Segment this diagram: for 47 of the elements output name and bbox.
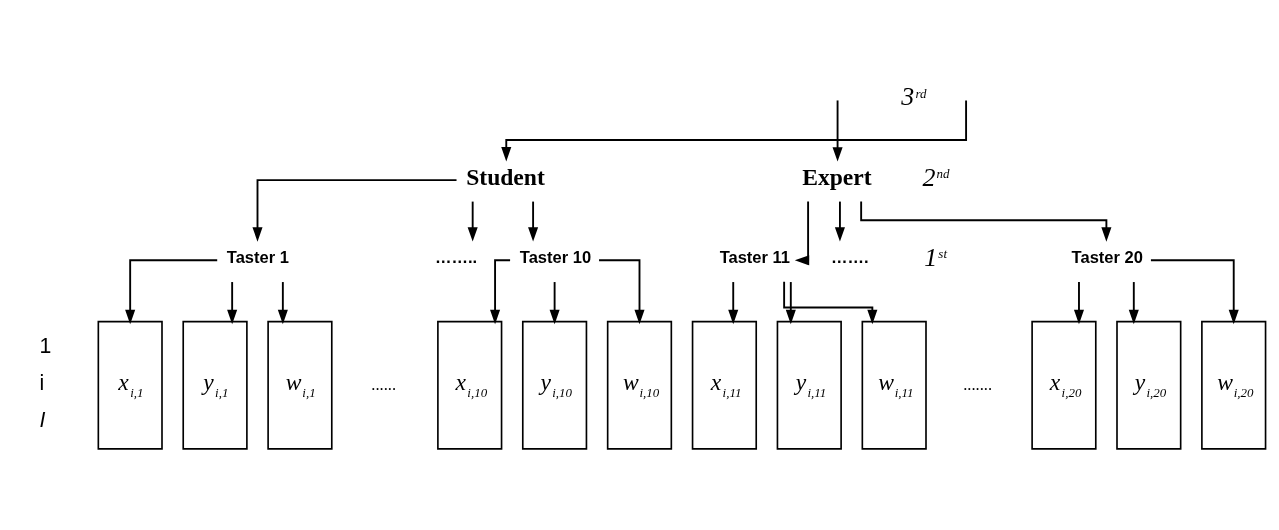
arrow [1073,281,1085,325]
node-box: x$_{i,11}$ [691,320,758,450]
arrow [794,200,810,266]
arrow [227,281,238,325]
arrow [1128,281,1139,325]
arrow [832,99,843,162]
arrow [1149,259,1239,325]
label: ....... [963,374,993,394]
label: ...... [371,374,397,394]
node-box: w$_{i,20}$ [1201,320,1267,450]
node-box: y$_{i,1}$ [182,320,248,450]
arrow [785,281,796,325]
arrow [125,259,219,325]
arrow [528,200,539,242]
node-text: ……. [831,248,869,267]
label: 2$^{nd}$ [922,162,950,192]
label: I [39,408,46,431]
arrow [728,281,739,325]
node-text: Taster 11 [719,248,790,267]
node-text: Taster 1 [226,248,289,267]
node-box: x$_{i,1}$ [97,320,163,450]
arrow [834,200,845,242]
arrow [860,200,1112,242]
node-text: Taster 10 [519,248,592,267]
label: 1 [39,333,52,357]
node-text: Student [466,163,545,190]
node-text: …….. [434,248,478,267]
node-box: x$_{i,10}$ [437,320,503,450]
node-box: y$_{i,10}$ [521,320,588,450]
arrow [252,179,458,242]
arrow [277,281,288,325]
label: i [39,371,45,395]
label: 1$^{st}$ [924,242,948,272]
node-text: Expert [802,163,872,190]
node-box: w$_{i,11}$ [861,320,927,450]
arrow [598,259,645,325]
node-box: y$_{i,20}$ [1116,320,1182,450]
node-box: x$_{i,20}$ [1031,320,1097,450]
arrow [783,280,878,325]
node-text: Taster 20 [1071,248,1143,267]
label: 3$^{rd}$ [901,82,927,112]
arrow [501,99,968,162]
node-box: w$_{i,10}$ [606,320,673,450]
arrow [467,200,478,242]
node-box: w$_{i,1}$ [267,320,333,450]
node-box: y$_{i,11}$ [776,320,842,450]
arrow [549,281,560,325]
